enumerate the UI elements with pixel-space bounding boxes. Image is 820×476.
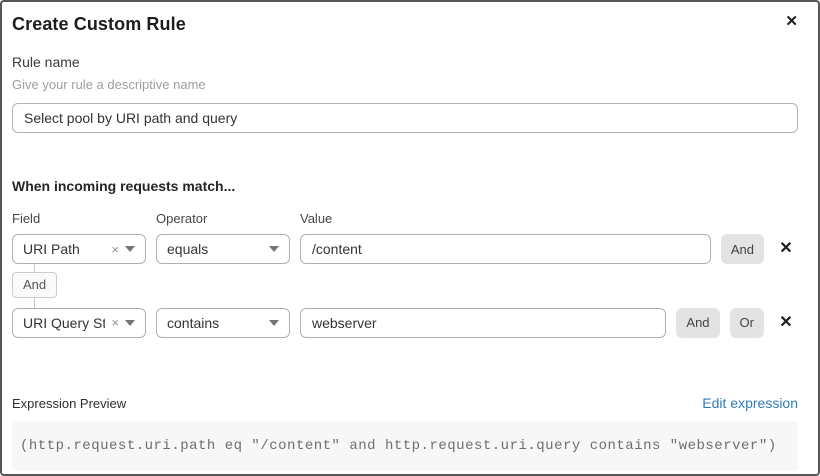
operator-select[interactable]: equals xyxy=(156,234,290,264)
value-input[interactable] xyxy=(300,234,711,264)
and-button[interactable]: And xyxy=(676,307,720,338)
remove-condition-button[interactable]: ✕ xyxy=(774,241,798,257)
operator-column-label: Operator xyxy=(156,211,208,226)
rule-name-label: Rule name xyxy=(12,54,80,70)
operator-select-value: equals xyxy=(167,241,209,257)
expression-preview-label: Expression Preview xyxy=(12,395,127,411)
chevron-down-icon xyxy=(269,319,279,326)
connector-and-badge: And xyxy=(12,272,58,298)
remove-icon: ✕ xyxy=(779,240,793,257)
close-icon: ✕ xyxy=(785,13,798,30)
operator-select-value: contains xyxy=(167,314,220,331)
edit-expression-link[interactable]: Edit expression xyxy=(702,394,798,411)
rule-name-helper: Give your rule a descriptive name xyxy=(12,77,206,92)
conditions-section: When incoming requests match... Field Op… xyxy=(12,178,798,338)
connector-line xyxy=(34,297,35,308)
clear-icon[interactable]: × xyxy=(111,241,119,257)
field-select[interactable]: URI Path × xyxy=(12,234,146,264)
field-select[interactable]: URI Query St... × xyxy=(12,307,146,338)
chevron-down-icon xyxy=(269,246,279,252)
remove-condition-button[interactable]: ✕ xyxy=(774,313,798,331)
condition-row-2: URI Query St... × contains And Or ✕ xyxy=(12,307,798,338)
conditions-heading: When incoming requests match... xyxy=(12,178,236,194)
expression-preview-header: Expression Preview Edit expression xyxy=(12,395,798,411)
connector-line xyxy=(34,264,35,272)
dialog-title: Create Custom Rule xyxy=(12,14,186,34)
value-column-label: Value xyxy=(300,211,333,226)
field-select-value: URI Query St... xyxy=(23,314,106,331)
chevron-down-icon xyxy=(125,319,135,326)
close-button[interactable]: ✕ xyxy=(785,14,798,29)
dialog-header: Create Custom Rule ✕ xyxy=(12,12,798,35)
remove-icon: ✕ xyxy=(779,313,793,331)
field-select-value: URI Path xyxy=(23,241,80,257)
condition-connector: And xyxy=(12,264,798,308)
rule-name-input[interactable] xyxy=(12,103,798,133)
value-input[interactable] xyxy=(300,307,667,338)
field-column-label: Field xyxy=(12,211,41,226)
operator-select[interactable]: contains xyxy=(156,307,290,338)
chevron-down-icon xyxy=(125,246,135,252)
expression-code: (http.request.uri.path eq "/content" and… xyxy=(12,420,798,471)
and-button[interactable]: And xyxy=(720,234,764,264)
rule-name-section: Rule name Give your rule a descriptive n… xyxy=(12,54,798,133)
or-button[interactable]: Or xyxy=(729,307,764,338)
condition-column-labels: Field Operator Value xyxy=(12,211,798,226)
clear-icon[interactable]: × xyxy=(111,315,119,331)
condition-row-1: URI Path × equals And ✕ xyxy=(12,234,798,264)
